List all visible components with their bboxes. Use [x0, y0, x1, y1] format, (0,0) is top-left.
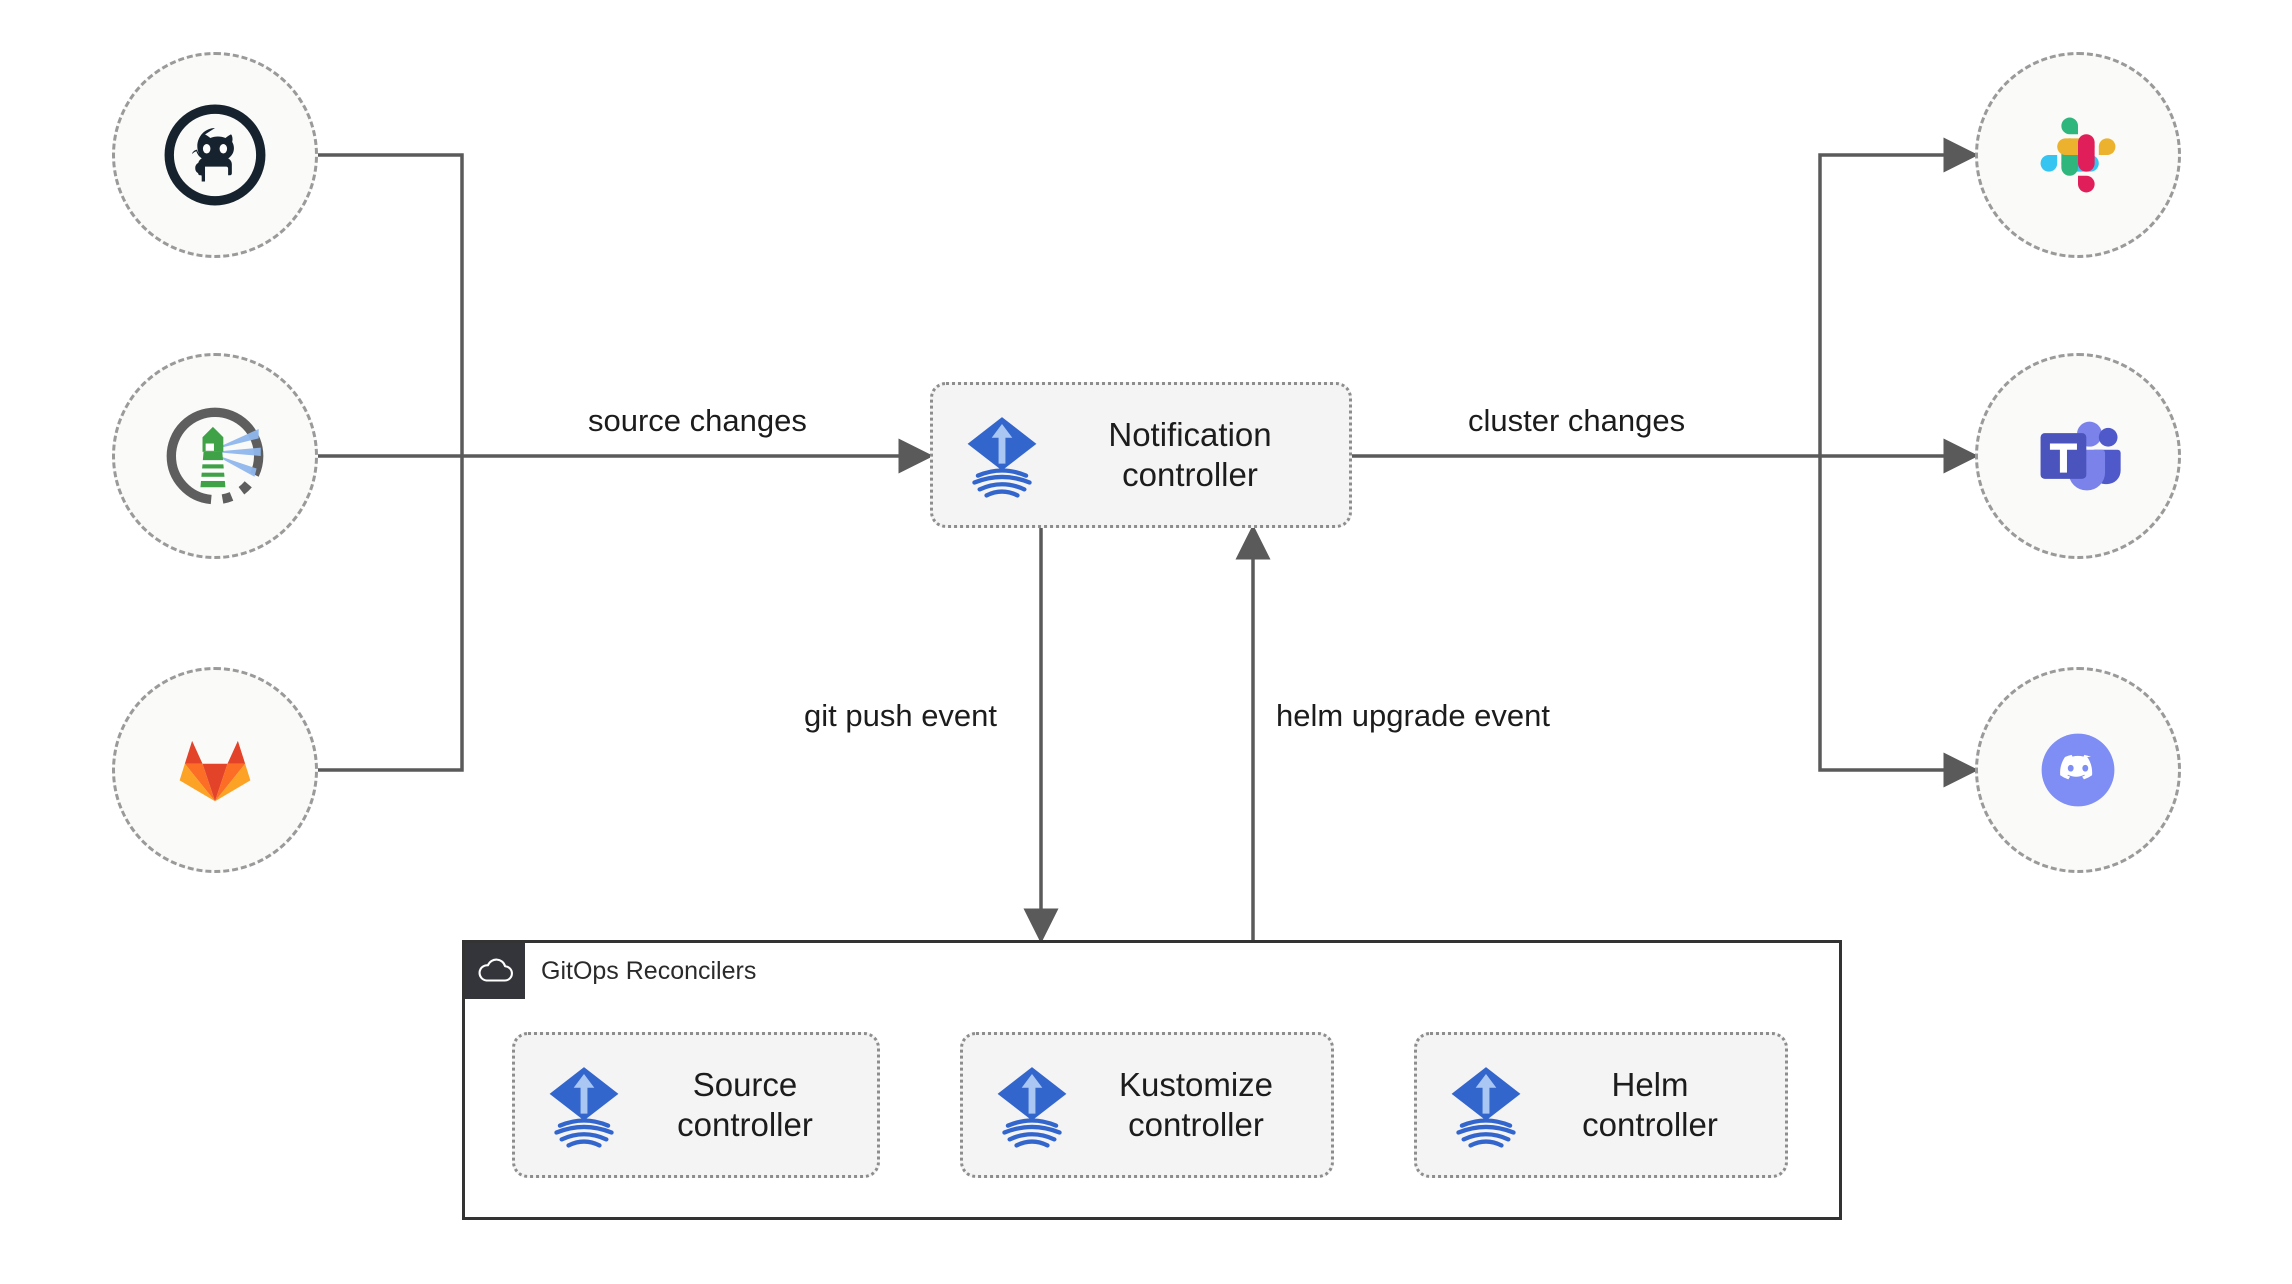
container-title: GitOps Reconcilers — [541, 957, 757, 985]
target-node-slack[interactable] — [1975, 52, 2181, 258]
source-node-gitlab[interactable] — [112, 667, 318, 873]
container-badge — [465, 943, 525, 999]
edge-label-helm-upgrade-event: helm upgrade event — [1266, 698, 1561, 734]
edge-label-cluster-changes: cluster changes — [1458, 403, 1696, 439]
flux-icon — [967, 417, 1037, 498]
helm-controller-label: Helm controller — [1582, 1065, 1718, 1143]
edge-label-git-push-event: git push event — [794, 698, 1008, 734]
kustomize-controller-label: Kustomize controller — [1118, 1065, 1274, 1143]
edge-label-source-changes: source changes — [578, 403, 817, 439]
slack-icon — [2040, 117, 2116, 193]
notification-controller-box[interactable]: Notification controller — [930, 382, 1352, 528]
wire-bus-to-discord — [1818, 456, 1979, 788]
source-node-github[interactable] — [112, 52, 318, 258]
discord-icon — [2041, 733, 2115, 807]
kustomize-controller-box[interactable]: Kustomize controller — [960, 1032, 1334, 1178]
helm-controller-box[interactable]: Helm controller — [1414, 1032, 1788, 1178]
flux-icon — [1451, 1067, 1521, 1148]
wire-gitlab-to-bus — [318, 456, 464, 772]
github-icon — [164, 104, 266, 206]
wire-github-to-bus — [318, 153, 464, 456]
gitlab-icon — [179, 740, 251, 802]
flux-icon — [997, 1067, 1067, 1148]
target-node-teams[interactable] — [1975, 353, 2181, 559]
flux-icon — [549, 1067, 619, 1148]
cloud-icon — [478, 958, 513, 982]
lighthouse-icon — [166, 407, 264, 505]
notification-controller-label: Notification controller — [1108, 415, 1272, 493]
teams-icon — [2040, 421, 2121, 491]
source-controller-label: Source controller — [677, 1065, 813, 1143]
source-controller-box[interactable]: Source controller — [512, 1032, 880, 1178]
source-node-lighthouse[interactable] — [112, 353, 318, 559]
target-node-discord[interactable] — [1975, 667, 2181, 873]
wire-bus-to-slack — [1818, 137, 1979, 456]
